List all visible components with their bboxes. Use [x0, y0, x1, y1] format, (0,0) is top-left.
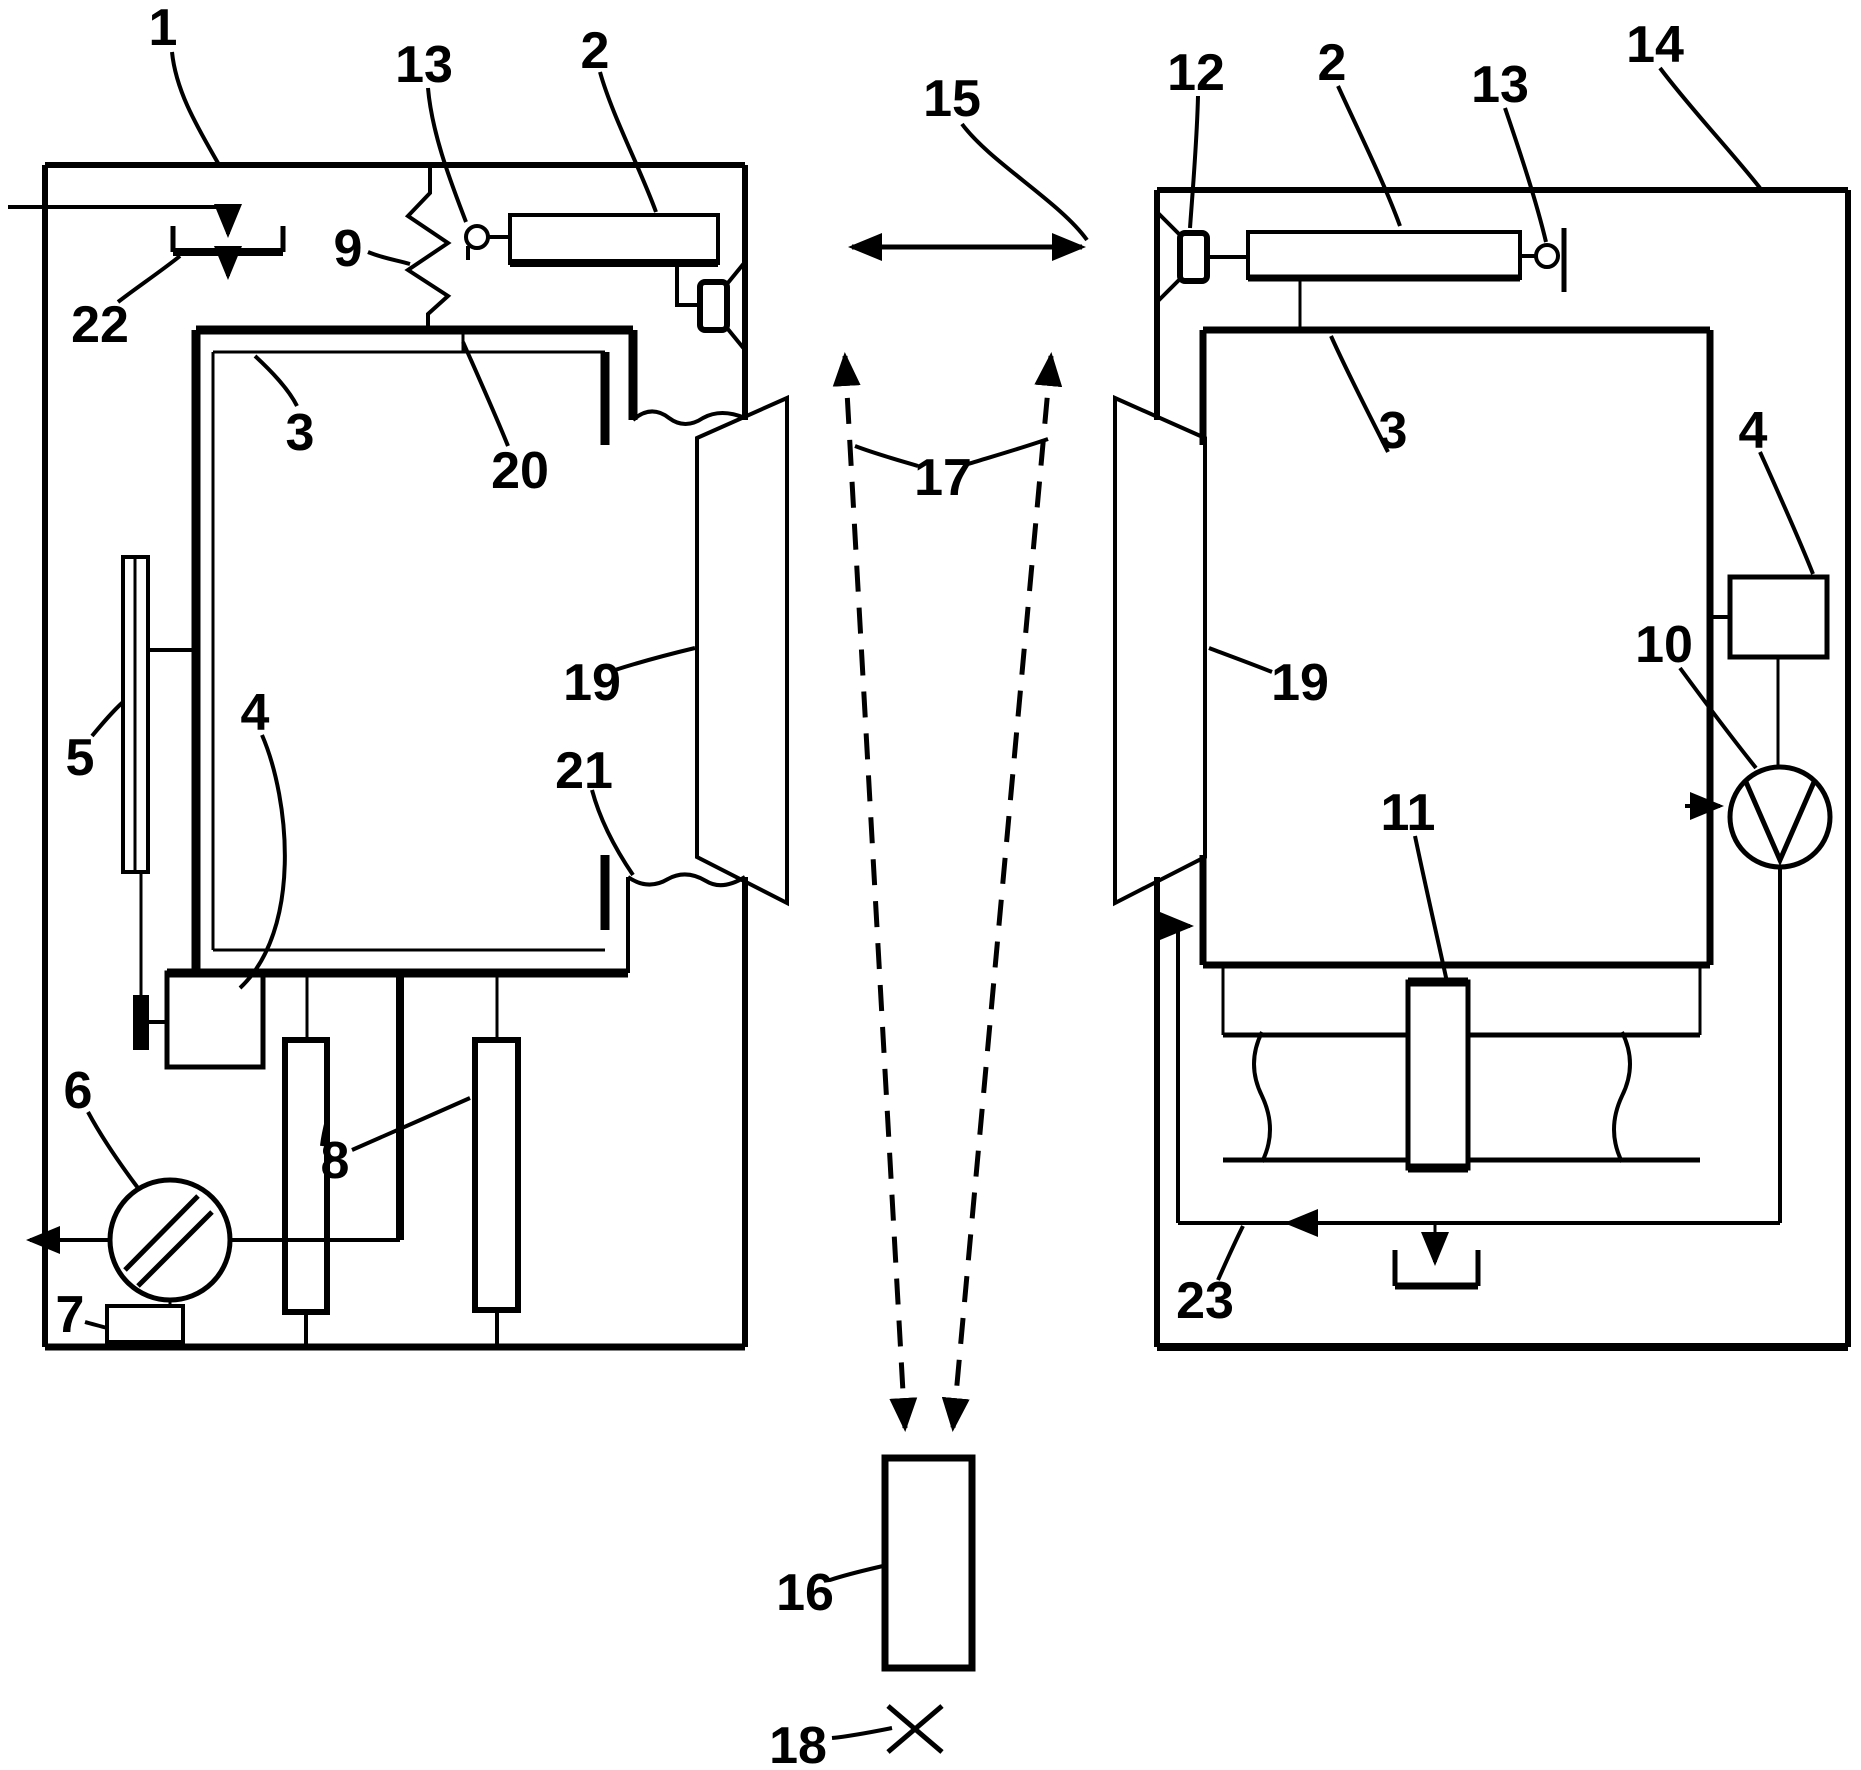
- leader-8b: [352, 1098, 470, 1150]
- condensate-drain: [1395, 1223, 1478, 1286]
- sensor-circle-right: [1520, 228, 1564, 292]
- ref-label-7: 7: [56, 1286, 85, 1344]
- spring-zigzag: [408, 165, 448, 330]
- leader-19-right: [1209, 648, 1272, 672]
- leader-6: [88, 1112, 138, 1188]
- ref-label-18: 18: [769, 1717, 827, 1770]
- tub-right: [1203, 330, 1710, 965]
- leader-7: [85, 1322, 107, 1328]
- ref-label-17: 17: [914, 449, 972, 507]
- tub-left: [167, 330, 745, 973]
- right-unit: [1115, 190, 1848, 1347]
- heat-box-right: [1710, 577, 1827, 657]
- ref-label-1: 1: [149, 0, 178, 57]
- ref-label-15: 15: [923, 70, 981, 128]
- water-inlet-line: [8, 207, 228, 234]
- ref-label-12-right: 12: [1167, 44, 1225, 102]
- right-cabinet-outline: [1157, 190, 1848, 1347]
- ref-label-4-right: 4: [1739, 402, 1768, 460]
- leader-3-left: [255, 356, 297, 406]
- ref-label-20: 20: [491, 442, 549, 500]
- leader-13-left: [428, 88, 466, 222]
- dashed-beam-right: [953, 356, 1051, 1428]
- leader-14: [1660, 68, 1760, 188]
- leader-18: [832, 1728, 892, 1738]
- leader-4-right: [1760, 452, 1813, 574]
- cross-mark-18: [888, 1706, 942, 1752]
- ref-label-13-right: 13: [1471, 56, 1529, 114]
- ref-label-8: 8: [321, 1132, 350, 1190]
- leader-13-right: [1505, 108, 1546, 242]
- speaker-icon-right: [1157, 212, 1248, 302]
- leader-21: [592, 790, 633, 875]
- pump-icon-left: [110, 1180, 230, 1300]
- leader-9: [368, 252, 410, 264]
- fan-vane-right: [1115, 398, 1205, 903]
- ref-label-5: 5: [66, 729, 95, 787]
- ref-label-6: 6: [64, 1062, 93, 1120]
- ref-label-2-left: 2: [581, 22, 610, 80]
- heater-box-11: [1408, 982, 1468, 1168]
- ref-label-19-left: 19: [563, 654, 621, 712]
- leader-16: [830, 1566, 883, 1580]
- leader-12-right: [1190, 96, 1198, 228]
- leader-17b: [968, 439, 1048, 464]
- leader-2-right: [1338, 86, 1400, 226]
- leader-17a: [855, 446, 918, 466]
- ref-label-19-right: 19: [1271, 654, 1329, 712]
- dashed-beam-left: [845, 356, 905, 1428]
- ref-label-23: 23: [1176, 1272, 1234, 1330]
- ref-label-21: 21: [555, 742, 613, 800]
- ref-label-4-left: 4: [241, 684, 270, 742]
- ref-label-16: 16: [776, 1564, 834, 1622]
- leader-10: [1680, 668, 1756, 768]
- ref-label-3-left: 3: [286, 404, 315, 462]
- dispenser-box-left: [510, 215, 718, 263]
- ref-label-13-left: 13: [395, 36, 453, 94]
- leader-1: [172, 52, 218, 163]
- reference-numerals: 1 13 2 9 22 3 20 19 21 5 4 6 7 8 15 17 1…: [56, 0, 1768, 1770]
- ref-label-22: 22: [71, 296, 129, 354]
- dispenser-speaker-link: [677, 263, 700, 305]
- speaker-icon-left: [700, 262, 745, 350]
- leader-11: [1415, 836, 1447, 982]
- remote-box-16: [885, 1458, 972, 1668]
- dispenser-box-right: [1248, 232, 1520, 330]
- ref-label-9: 9: [334, 220, 363, 278]
- ref-label-3-right: 3: [1379, 402, 1408, 460]
- air-duct-loop: [1178, 867, 1780, 1223]
- leader-20: [463, 342, 508, 446]
- leader-15: [962, 124, 1087, 240]
- leader-2-left: [600, 72, 656, 212]
- ref-label-2-right: 2: [1318, 34, 1347, 92]
- leader-19-left: [615, 648, 695, 670]
- ref-label-14: 14: [1626, 16, 1684, 74]
- heater-box-left: [167, 973, 263, 1067]
- ref-label-11: 11: [1381, 784, 1436, 842]
- ref-label-10: 10: [1635, 616, 1693, 674]
- leader-5: [92, 702, 123, 736]
- leader-lines: [85, 52, 1813, 1738]
- fan-vane-left: [697, 398, 787, 903]
- filter-box-7: [107, 1300, 183, 1344]
- sensor-circle-left: [466, 226, 510, 260]
